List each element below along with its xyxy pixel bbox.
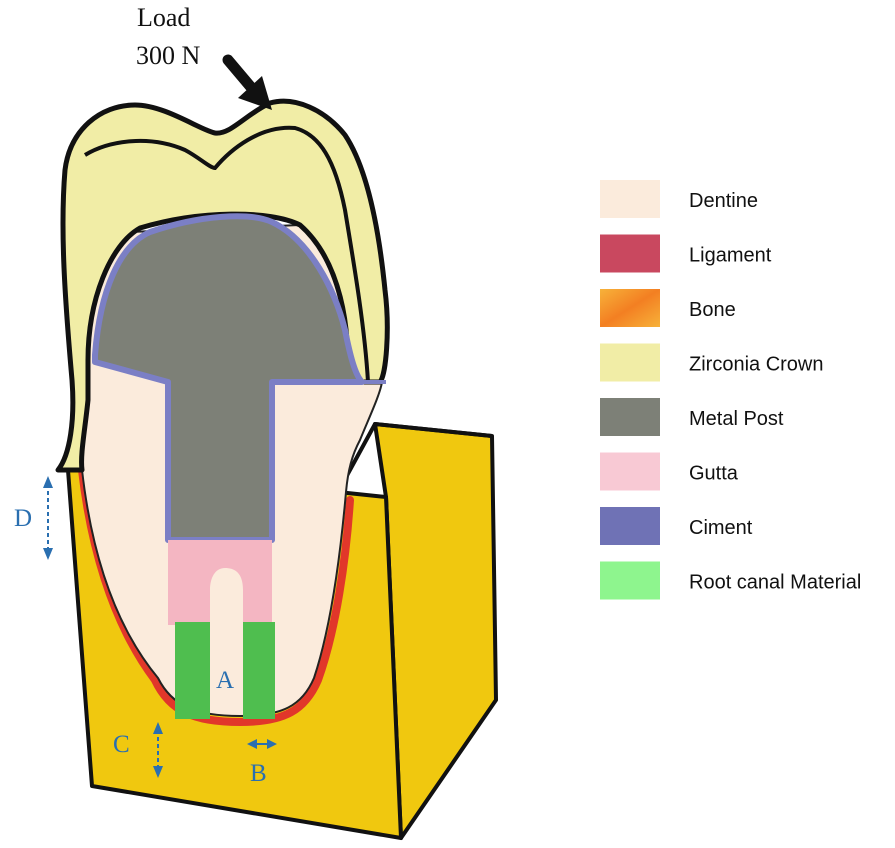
legend-swatch-dentine — [600, 180, 660, 218]
root-canal-material-left — [175, 622, 210, 719]
legend-swatch-ligament — [600, 235, 660, 273]
legend-label-dentine: Dentine — [689, 190, 758, 212]
legend-swatch-zirconia-crown — [600, 344, 660, 382]
dimension-a-label: A — [216, 667, 234, 694]
load-label: Load — [137, 3, 190, 32]
legend-label-gutta: Gutta — [689, 463, 739, 485]
legend-swatch-root-canal-material — [600, 562, 660, 600]
legend-label-metal-post: Metal Post — [689, 408, 784, 430]
load-value: 300 N — [136, 41, 201, 70]
dimension-d-label: D — [14, 505, 32, 532]
legend-swatch-bone — [600, 289, 660, 327]
dimension-d-arrow — [43, 476, 53, 560]
legend-swatch-metal-post — [600, 398, 660, 436]
legend-label-root-canal-material: Root canal Material — [689, 572, 861, 594]
legend-label-bone: Bone — [689, 299, 736, 321]
legend-swatch-ciment — [600, 507, 660, 545]
legend-label-zirconia-crown: Zirconia Crown — [689, 354, 823, 376]
dimension-b-label: B — [250, 760, 267, 787]
load-arrow — [228, 60, 272, 110]
legend-label-ciment: Ciment — [689, 517, 753, 539]
legend-label-ligament: Ligament — [689, 245, 772, 267]
root-canal-material-right — [243, 622, 275, 719]
legend-swatch-gutta — [600, 453, 660, 491]
dimension-c-label: C — [113, 731, 130, 758]
